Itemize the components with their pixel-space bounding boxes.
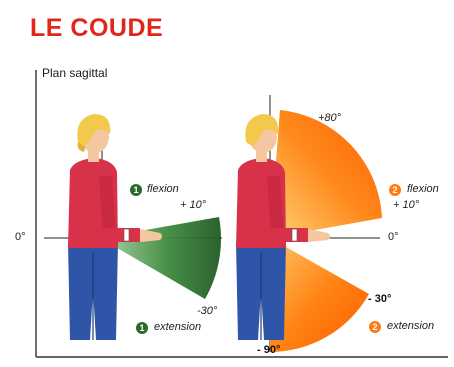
right-max-flexion-angle: +80° [318, 112, 342, 124]
right-zero-label: 0° [388, 231, 399, 243]
right-flexion-angle: + 10° [393, 199, 420, 211]
left-flexion-badge: 1 [130, 184, 142, 196]
woman-figure-icon [236, 114, 330, 340]
plan-label: Plan sagittal [42, 66, 108, 80]
right-flexion-label: flexion [407, 183, 439, 195]
woman-figure-icon [68, 114, 162, 340]
left-extension-badge: 1 [136, 322, 148, 334]
right-flexion-badge: 2 [389, 184, 401, 196]
right-flexion-sector [270, 110, 382, 238]
right-extension-sector [270, 238, 369, 352]
left-extension-angle: -30° [197, 305, 218, 317]
right-extension-label: extension [387, 320, 435, 332]
left-flexion-label: flexion [147, 183, 179, 195]
left-extension-label: extension [154, 321, 202, 333]
right-max-extension-angle: - 90° [257, 344, 281, 356]
left-zero-label: 0° [15, 231, 26, 243]
right-extension-badge: 2 [369, 321, 381, 333]
page-title: LE COUDE [30, 14, 164, 42]
right-extension-angle: - 30° [368, 293, 392, 305]
left-flexion-angle: + 10° [180, 199, 207, 211]
